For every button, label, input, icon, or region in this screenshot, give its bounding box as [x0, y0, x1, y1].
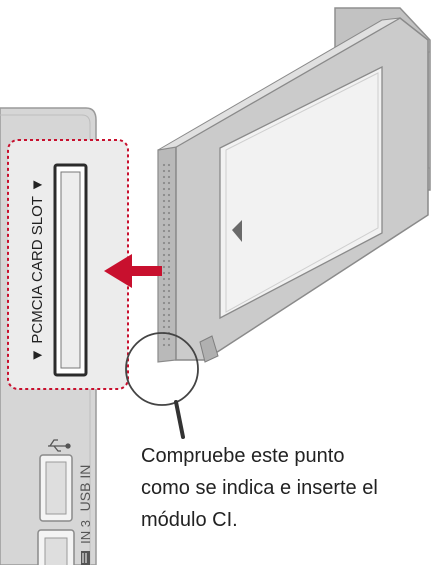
hdmi-port [37, 529, 75, 565]
pcmcia-slot [53, 163, 88, 377]
pointer-line [174, 400, 185, 439]
usb-port [39, 454, 73, 522]
usb-icon [48, 439, 71, 452]
check-point-circle [125, 332, 199, 406]
ci-module-card [157, 7, 431, 363]
caption-line-2: como se indica e inserte el [141, 477, 378, 499]
connector-pins [162, 163, 171, 347]
instruction-caption: Compruebe este punto como se indica e in… [141, 440, 431, 536]
hdmi-icon [81, 551, 90, 565]
insertion-arrow [104, 254, 162, 288]
caption-line-3: módulo CI. [141, 509, 238, 531]
slot-label: ▼ PCMCIA CARD SLOT ▼ [29, 177, 46, 362]
usb-label: USB IN [77, 465, 93, 512]
caption-line-1: Compruebe este punto [141, 445, 345, 467]
hdmi-label: IN 3 [78, 520, 93, 544]
